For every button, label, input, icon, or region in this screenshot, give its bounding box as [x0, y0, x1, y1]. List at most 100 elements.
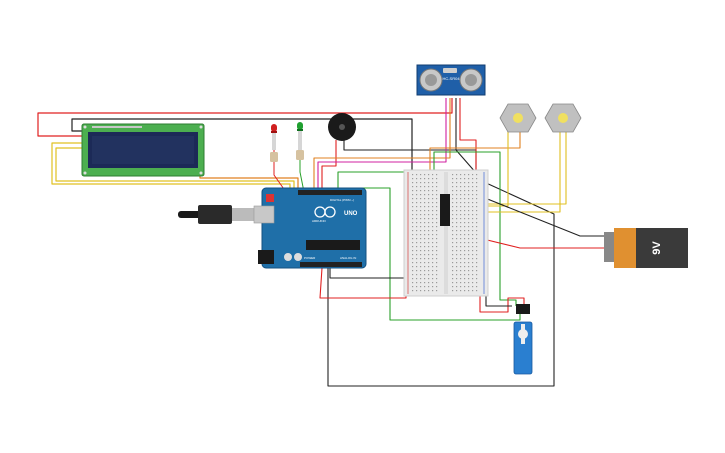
breadboard-hole [424, 202, 426, 204]
breadboard-hole [456, 186, 458, 188]
breadboard-hole [472, 186, 474, 188]
breadboard-hole [412, 202, 414, 204]
breadboard-hole [432, 234, 434, 236]
breadboard-hole [424, 206, 426, 208]
wire-motor2-yellow-2 [470, 130, 567, 205]
breadboard-hole [412, 238, 414, 240]
breadboard-hole [412, 254, 414, 256]
breadboard-hole [412, 242, 414, 244]
breadboard-hole [460, 206, 462, 208]
breadboard-hole [472, 270, 474, 272]
breadboard-hole [424, 266, 426, 268]
breadboard-hole [452, 214, 454, 216]
ultrasonic-sensor: HC-SR04 [416, 64, 486, 96]
breadboard-hole [472, 194, 474, 196]
breadboard-hole [420, 186, 422, 188]
wire-black-lcd-top [71, 118, 413, 192]
breadboard-hole [476, 178, 478, 180]
breadboard-hole [416, 266, 418, 268]
breadboard-hole [436, 206, 438, 208]
breadboard-hole [412, 286, 414, 288]
breadboard-hole [452, 206, 454, 208]
breadboard-hole [456, 174, 458, 176]
breadboard-hole [412, 190, 414, 192]
breadboard-hole [416, 214, 418, 216]
breadboard-hole [420, 194, 422, 196]
arduino-brand-label: UNO [344, 211, 358, 217]
breadboard-hole [420, 222, 422, 224]
breadboard-hole [428, 190, 430, 192]
breadboard-hole [476, 186, 478, 188]
breadboard-hole [476, 266, 478, 268]
wire-arduino-red-bottom [319, 267, 407, 299]
breadboard-hole [416, 278, 418, 280]
breadboard-hole [468, 254, 470, 256]
breadboard-hole [428, 218, 430, 220]
breadboard-hole [452, 182, 454, 184]
breadboard-hole [456, 190, 458, 192]
breadboard-hole [420, 290, 422, 292]
breadboard-hole [416, 222, 418, 224]
breadboard-hole [432, 174, 434, 176]
breadboard-hole [420, 234, 422, 236]
breadboard-hole [436, 194, 438, 196]
breadboard-hole [432, 226, 434, 228]
wire-us-orange [313, 98, 451, 192]
breadboard-hole [428, 202, 430, 204]
breadboard-hole [456, 182, 458, 184]
breadboard-hole [452, 246, 454, 248]
usb-cable [178, 205, 254, 224]
breadboard-hole [424, 190, 426, 192]
breadboard-hole [476, 234, 478, 236]
breadboard-hole [412, 282, 414, 284]
breadboard-hole [460, 218, 462, 220]
breadboard-hole [472, 278, 474, 280]
breadboard-hole [416, 178, 418, 180]
breadboard-hole [416, 210, 418, 212]
breadboard-hole [464, 274, 466, 276]
breadboard-hole [436, 246, 438, 248]
breadboard-hole [460, 242, 462, 244]
breadboard-hole [420, 198, 422, 200]
breadboard-hole [452, 290, 454, 292]
breadboard-hole [464, 278, 466, 280]
breadboard-hole [428, 222, 430, 224]
breadboard-hole [464, 234, 466, 236]
breadboard-hole [436, 262, 438, 264]
breadboard-hole [416, 194, 418, 196]
breadboard-hole [428, 206, 430, 208]
breadboard-hole [452, 258, 454, 260]
breadboard-hole [424, 214, 426, 216]
breadboard-hole [452, 210, 454, 212]
motor-driver-chip [440, 194, 450, 226]
breadboard-holes [412, 174, 478, 292]
breadboard-hole [472, 258, 474, 260]
arduino-analog-label: ANALOG IN [340, 256, 356, 260]
breadboard-hole [412, 262, 414, 264]
arduino-maker-label: ARDUINO [312, 219, 327, 223]
arduino-uno: UNO DIGITAL (PWM ~) ARDUINO POWER ANALOG… [253, 187, 367, 269]
breadboard-hole [460, 246, 462, 248]
arduino-digital-label: DIGITAL (PWM ~) [330, 198, 354, 202]
breadboard-hole [464, 218, 466, 220]
breadboard-hole [416, 242, 418, 244]
breadboard-hole [432, 254, 434, 256]
breadboard-hole [468, 262, 470, 264]
breadboard-hole [412, 174, 414, 176]
breadboard-hole [456, 218, 458, 220]
breadboard-hole [472, 266, 474, 268]
breadboard-hole [436, 266, 438, 268]
breadboard-hole [420, 282, 422, 284]
breadboard-hole [432, 250, 434, 252]
breadboard-hole [476, 226, 478, 228]
breadboard-hole [432, 206, 434, 208]
breadboard-hole [432, 262, 434, 264]
breadboard-hole [428, 290, 430, 292]
breadboard-hole [412, 226, 414, 228]
breadboard-hole [416, 230, 418, 232]
breadboard-hole [468, 226, 470, 228]
breadboard-hole [412, 198, 414, 200]
arduino-power-label: POWER [304, 256, 316, 260]
breadboard-hole [456, 270, 458, 272]
